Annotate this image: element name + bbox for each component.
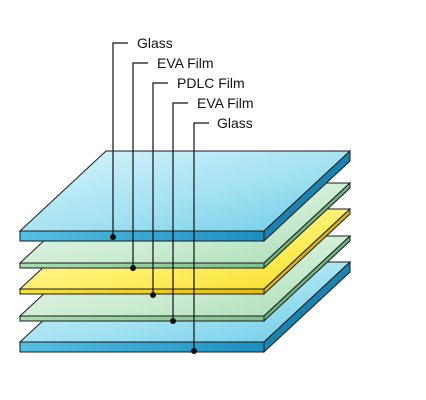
leader-line-eva-top [132,62,148,268]
glass-top-layer [18,149,352,243]
leader-line-pdlc [152,82,168,295]
dot-glass-top [110,234,116,240]
dot-glass-bottom [191,348,197,354]
leader-line-glass-top [112,42,128,237]
leader-line-glass-bottom [193,122,209,351]
leader-line-eva-bottom [172,102,188,321]
dot-eva-bottom [170,318,176,324]
dot-pdlc [150,292,156,298]
leader-lines [112,42,209,351]
dot-eva-top [130,265,136,271]
label-glass-top: Glass [137,35,173,51]
layer-labels: Glass EVA Film PDLC Film EVA Film Glass [137,35,254,131]
label-eva-film-bottom: EVA Film [197,95,254,111]
label-pdlc-film: PDLC Film [177,75,245,91]
label-glass-bottom: Glass [217,115,253,131]
label-eva-film-top: EVA Film [157,55,214,71]
connection-dots [110,234,197,354]
